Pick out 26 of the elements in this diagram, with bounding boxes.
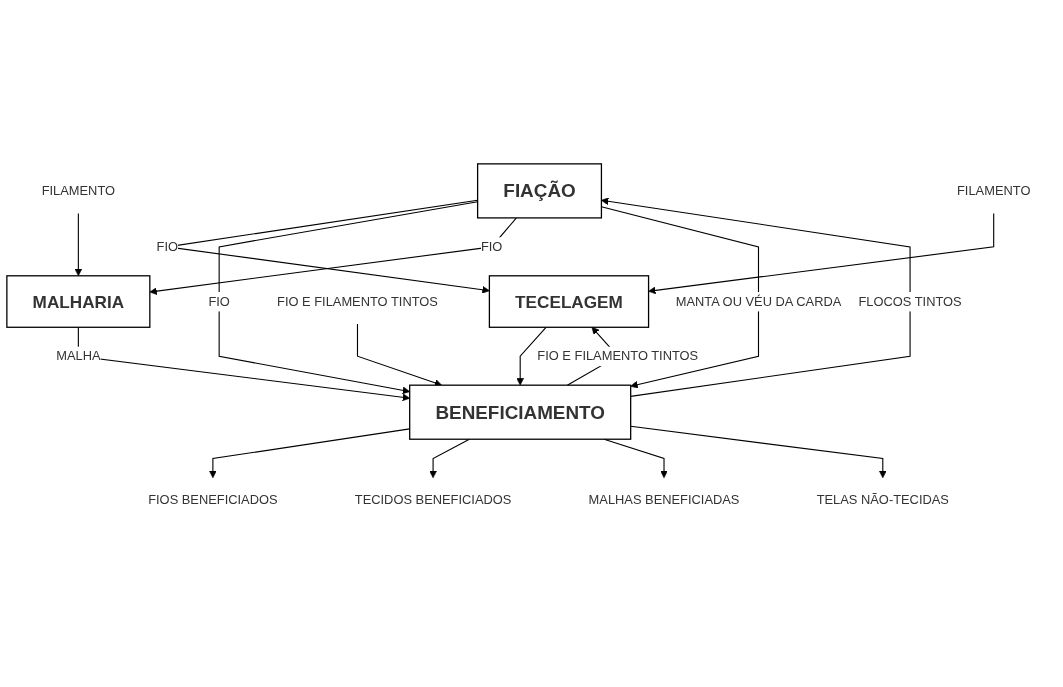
arrow <box>149 217 517 296</box>
node-text: FIOS BENEFICIADOS <box>148 492 278 508</box>
arrow <box>630 425 887 479</box>
node-text: TECIDOS BENEFICIADOS <box>354 492 512 508</box>
arrow <box>356 323 442 387</box>
node-text: TELAS NÃO-TECIDAS <box>816 492 949 508</box>
edge-label: MALHA <box>56 348 101 364</box>
node-text: FIO E FILAMENTO TINTOS <box>277 293 438 309</box>
edge-label: FLOCOS TINTOS <box>858 293 962 309</box>
arrow <box>648 213 995 295</box>
arrow <box>74 213 83 277</box>
arrow <box>429 438 470 479</box>
edge-label: FIO <box>208 293 230 309</box>
node-text: MALHAS BENEFICIADAS <box>588 492 740 508</box>
edge-label: FIO <box>156 239 179 254</box>
node-box: FIAÇÃO <box>476 163 603 219</box>
node-text: FILAMENTO <box>956 183 1031 198</box>
arrow <box>601 197 911 398</box>
node-box: TECELAGEM <box>488 275 650 329</box>
node-box: MALHARIA <box>6 275 151 329</box>
edge-label: FIO E FILAMENTO TINTOS <box>537 348 699 364</box>
edge-label: FIO <box>480 239 503 254</box>
node-text: FILAMENTO <box>41 183 116 198</box>
edge-label: MANTA OU VÉU DA CARDA <box>675 293 842 309</box>
arrow <box>516 326 547 386</box>
node-box: BENEFICIAMENTO <box>409 384 632 440</box>
